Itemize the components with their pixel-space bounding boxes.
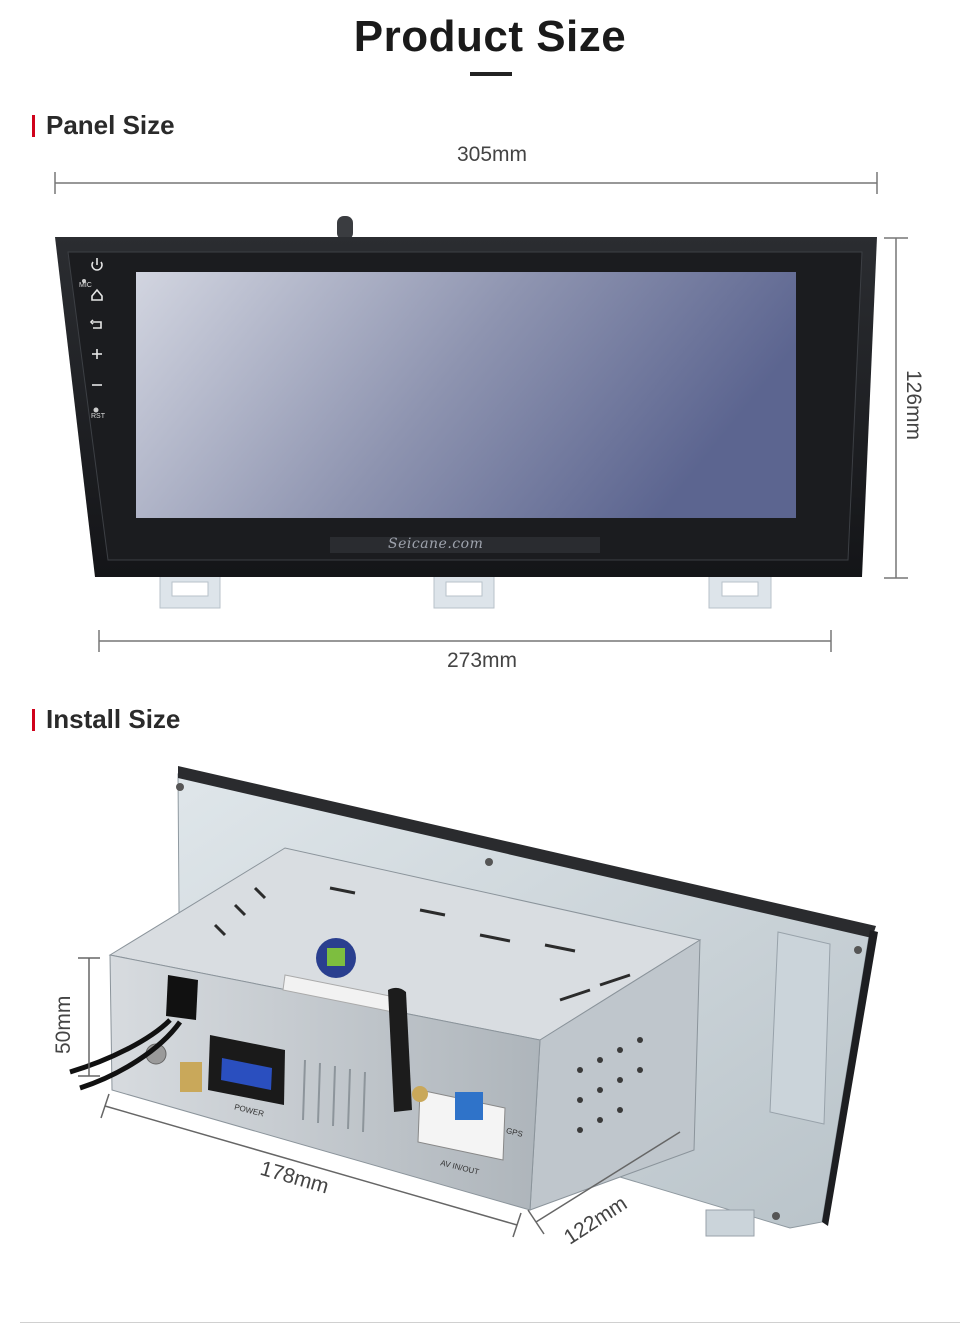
radio-connector	[180, 1062, 202, 1092]
install-width-dimension-line	[100, 1093, 522, 1238]
reset-icon	[93, 407, 99, 413]
side-buttons	[89, 258, 103, 386]
rst-label: RST	[91, 413, 105, 420]
home-icon	[91, 288, 103, 301]
install-depth-dimension-line	[527, 1131, 681, 1235]
install-size-heading: Install Size	[32, 704, 180, 735]
panel-width-dimension-line	[54, 172, 878, 194]
install-height-label: 50mm	[52, 995, 75, 1054]
title-underline	[470, 72, 512, 76]
chassis-box	[69, 847, 702, 1211]
mic-label: MIC	[79, 282, 92, 289]
back-icon	[89, 319, 102, 329]
panel-height-label: 126mm	[902, 370, 925, 441]
mic-hole	[82, 279, 86, 283]
panel-height-dimension-line	[884, 237, 908, 579]
plus-icon	[92, 349, 102, 359]
mounting-tabs	[159, 571, 772, 609]
panel-bottom-width-label: 273mm	[447, 649, 518, 672]
brand-logo: Seicane.com	[388, 536, 484, 552]
panel-width-label: 305mm	[457, 143, 528, 166]
brand-bar	[330, 537, 600, 553]
gps-connector	[455, 1092, 483, 1120]
antenna-nub	[337, 216, 353, 240]
panel-size-heading: Panel Size	[32, 110, 175, 141]
install-height-dimension-line	[78, 957, 100, 1077]
bottom-divider	[20, 1322, 960, 1323]
panel-bottom-width-dimension-line	[98, 630, 832, 652]
wifi-antenna	[388, 987, 412, 1112]
page-title: Product Size	[353, 12, 627, 61]
display-screen	[136, 272, 796, 518]
power-icon	[91, 258, 103, 271]
